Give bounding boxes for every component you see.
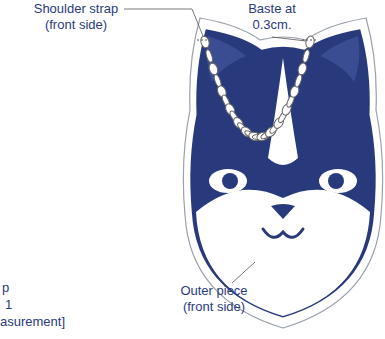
outer-piece-outline (183, 18, 382, 328)
baste-stitch-left (197, 40, 213, 41)
cut-off-text: asurement] (0, 314, 65, 330)
leader-line (232, 262, 255, 283)
pupil-right (328, 173, 344, 189)
baste-stitch-right (302, 40, 318, 41)
leader-line (124, 9, 203, 36)
note-label: Baste at 0.3cm. (238, 1, 306, 33)
leader-line (272, 37, 306, 41)
pupil-left (222, 173, 238, 189)
cut-off-text: p (2, 280, 9, 296)
shoulder-strap-chain (199, 35, 315, 142)
cut-off-text: 1 (5, 297, 12, 313)
forehead-blaze (268, 58, 298, 165)
chain-link (199, 35, 210, 49)
chain-link (294, 74, 303, 88)
nose (271, 204, 295, 219)
chain-link (208, 62, 219, 76)
chain-link (302, 49, 311, 63)
chain-link (205, 49, 214, 63)
inner-ear-right (320, 36, 359, 82)
chain-link (305, 35, 316, 49)
eye-left (209, 169, 247, 193)
eye-right (319, 169, 357, 193)
part-label: Outer piece (front side) (168, 283, 260, 315)
chain-link (297, 62, 308, 76)
cat-face-dark (190, 29, 375, 317)
mouth (263, 229, 303, 237)
part-label: Shoulder strap (front side) (28, 1, 124, 33)
